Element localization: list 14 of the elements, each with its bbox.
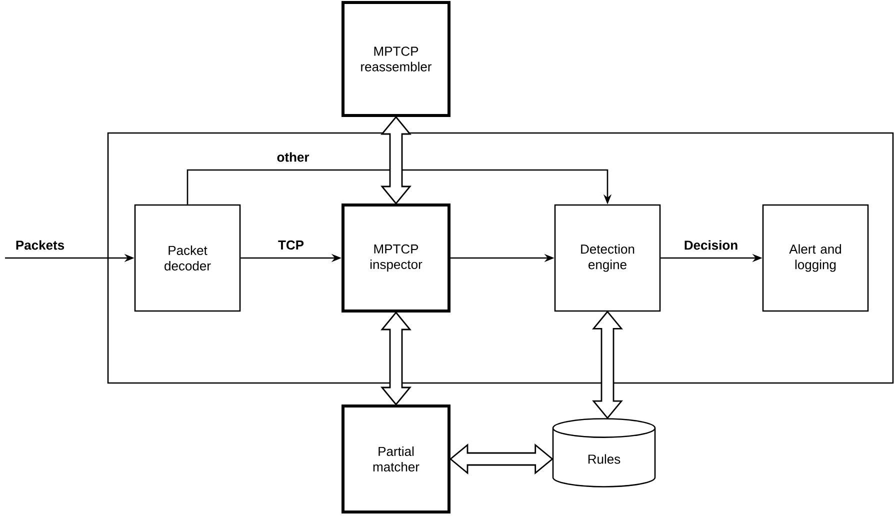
process-box: Alert and logging xyxy=(762,204,869,312)
process-box: Detection engine xyxy=(554,204,661,312)
frame-box xyxy=(107,132,894,384)
database-cylinder: Rules xyxy=(552,418,656,488)
edge-label: TCP xyxy=(277,239,305,251)
process-box: MPTCP inspector xyxy=(342,204,450,312)
arrow xyxy=(186,169,612,204)
process-box: Partial matcher xyxy=(342,404,450,514)
edge-label: Packets xyxy=(14,239,66,251)
double-arrow xyxy=(592,310,623,420)
edge-label: Decision xyxy=(682,239,740,251)
process-box: MPTCP reassembler xyxy=(342,1,450,117)
process-box: Packet decoder xyxy=(134,204,241,312)
edge-label: other xyxy=(276,151,310,163)
